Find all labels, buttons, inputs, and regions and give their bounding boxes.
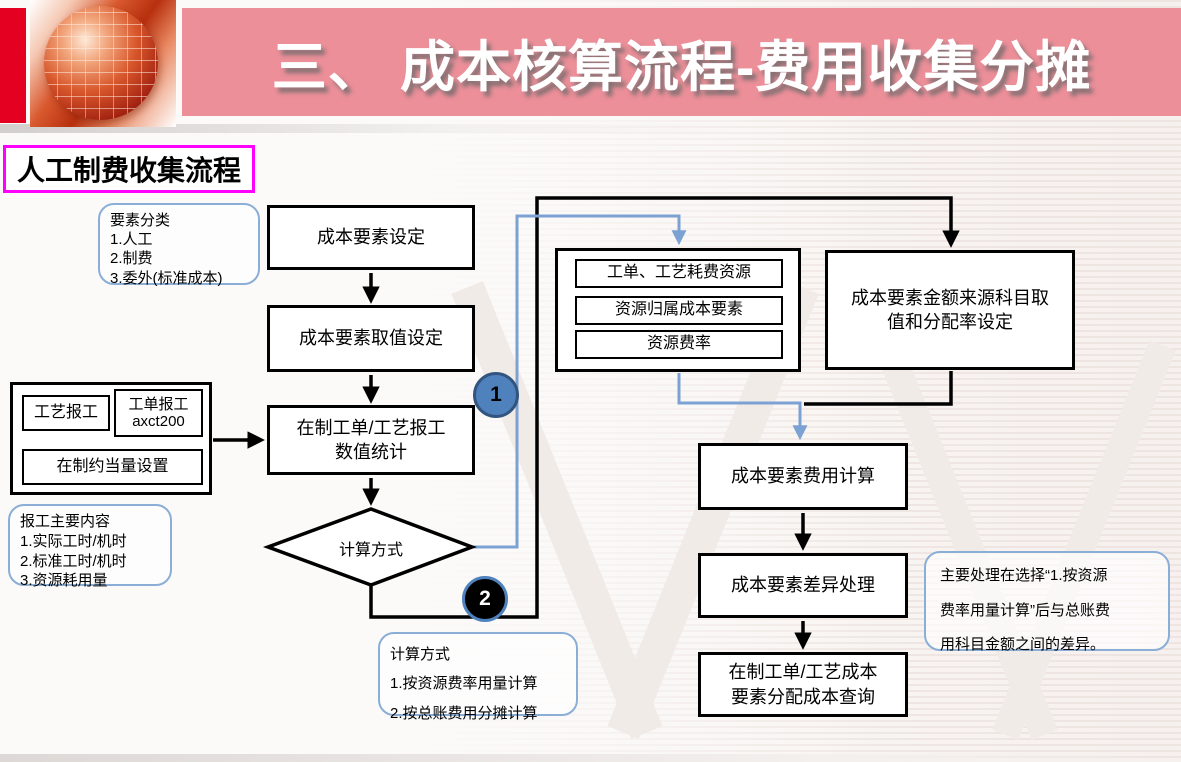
connector-route2-black bbox=[369, 196, 960, 619]
node-source-account-setup: 成本要素金额来源科目取 值和分配率设定 bbox=[825, 250, 1075, 370]
node-diff-handling: 成本要素差异处理 bbox=[698, 553, 908, 618]
connector-sourcebox-to-calc bbox=[804, 371, 953, 406]
node-resource-to-element: 资源归属成本要素 bbox=[575, 296, 783, 325]
badge-step-1: 1 bbox=[473, 372, 519, 418]
footer-bar bbox=[0, 754, 1181, 762]
node-cost-query: 在制工单/工艺成本 要素分配成本查询 bbox=[698, 652, 908, 717]
section-label: 人工制费收集流程 bbox=[3, 145, 255, 193]
node-resource-rate: 资源费率 bbox=[575, 330, 783, 359]
globe-image bbox=[30, 0, 176, 127]
node-cost-element-value-setup: 成本要素取值设定 bbox=[267, 305, 475, 372]
connector-route1-blue bbox=[472, 214, 687, 549]
title-banner: 三、 成本核算流程-费用收集分摊 bbox=[182, 8, 1181, 116]
node-wip-equivalent-setup: 在制约当量设置 bbox=[22, 449, 203, 485]
connector-group-to-calc-blue bbox=[677, 373, 808, 441]
node-workorder-report: 工单报工 axct200 bbox=[114, 389, 203, 437]
note-report-contents: 报工主要内容 1.实际工时/机时 2.标准工时/机时 3.资源耗用量 bbox=[8, 504, 172, 589]
slide-title: 三、 成本核算流程-费用收集分摊 bbox=[271, 36, 1092, 98]
badge-step-2: 2 bbox=[462, 576, 508, 622]
node-process-report: 工艺报工 bbox=[22, 395, 110, 431]
red-accent-strip bbox=[0, 8, 26, 123]
decision-diamond bbox=[262, 507, 477, 587]
note-calc-methods: 计算方式 1.按资源费率用量计算 2.按总账费用分摊计算 bbox=[378, 632, 578, 722]
note-diff-handling: 主要处理在选择“1.按资源 费率用量计算”后与总账费 用科目金额之间的差异。 bbox=[924, 551, 1170, 653]
node-wip-report-stats: 在制工单/工艺报工 数值统计 bbox=[267, 405, 475, 475]
node-cost-element-setup: 成本要素设定 bbox=[267, 205, 475, 270]
note-element-categories: 要素分类 1.人工 2.制费 3.委外(标准成本) bbox=[98, 203, 260, 287]
header-shadow bbox=[0, 124, 760, 133]
node-workorder-resource: 工单、工艺耗费资源 bbox=[575, 259, 783, 288]
globe-icon bbox=[44, 6, 158, 120]
node-calc-method-decision: 计算方式 bbox=[338, 542, 403, 559]
node-expense-calc: 成本要素费用计算 bbox=[698, 443, 908, 510]
